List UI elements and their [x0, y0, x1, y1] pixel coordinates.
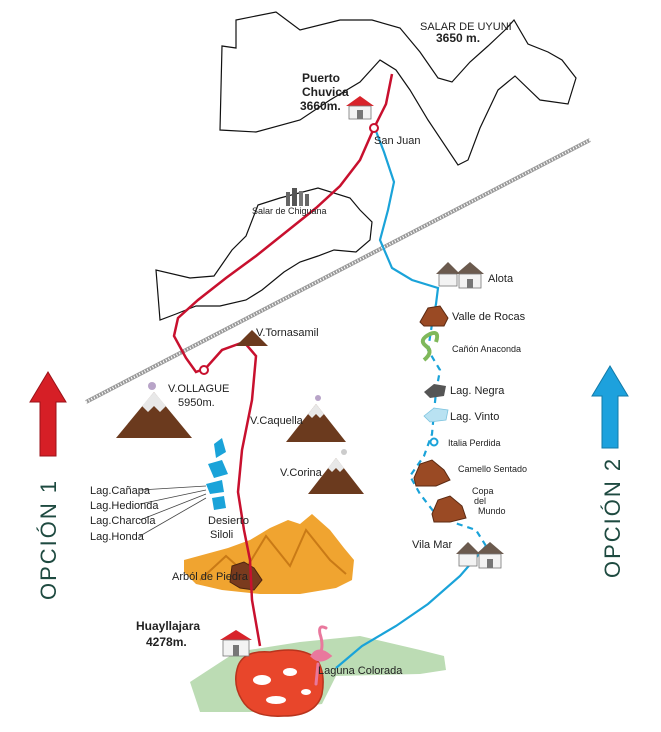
arbol-piedra-rock-icon	[229, 561, 263, 591]
label-copa-3: Mundo	[478, 506, 506, 516]
laguna-foam	[266, 696, 286, 704]
route-node-italia-perdida	[429, 437, 439, 447]
laguna-foam	[283, 668, 297, 676]
label-puerto-chuvica-2: Chuvica	[302, 85, 349, 99]
label-lag-negra: Lag. Negra	[450, 385, 505, 397]
label-puerto-chuvica-1: Puerto	[302, 71, 340, 85]
desert-dunes	[199, 528, 347, 581]
flamingo-icon	[310, 625, 333, 686]
route-node-ollague	[199, 365, 209, 375]
lag-vinto-icon	[423, 407, 449, 423]
label-canon-anaconda: Cañón Anaconda	[452, 344, 521, 354]
label-puerto-chuvica-alt: 3660m.	[300, 99, 341, 113]
label-salar-chiguana: Salar de Chiguana	[252, 206, 327, 216]
label-huayllajara-alt: 4278m.	[146, 635, 187, 649]
route-option-2-solid-south	[335, 545, 487, 669]
label-vila-mar: Vila Mar	[412, 539, 452, 551]
desert-siloli-shape	[184, 514, 354, 594]
railway-line	[85, 138, 591, 404]
label-copa-1: Copa	[472, 486, 494, 496]
label-v-ollague: V.OLLAGUE	[168, 383, 229, 395]
label-alota: Alota	[488, 273, 514, 285]
label-arbol-piedra: Arból de Piedra	[172, 571, 249, 583]
lag-negra-icon	[424, 384, 446, 398]
camello-sentado-icon	[413, 459, 451, 487]
house-puerto-chuvica-icon	[346, 96, 374, 120]
label-copa-2: del	[474, 496, 486, 506]
laguna-foam	[253, 675, 271, 685]
lagoons-cluster-icon	[206, 438, 228, 510]
label-opcion-2: OPCIÓN 2	[600, 457, 625, 578]
label-italia-perdida: Italia Perdida	[448, 438, 501, 448]
route-option-1	[172, 73, 394, 647]
label-laguna-colorada: Laguna Colorada	[318, 665, 403, 677]
label-lag-canapa: Lag.Cañapa	[90, 485, 151, 497]
copa-mundo-icon	[431, 495, 467, 523]
route-option-2-dashed	[408, 323, 487, 547]
laguna-colorada-shape	[235, 649, 324, 717]
label-v-tornasamil: V.Tornasamil	[256, 327, 319, 339]
label-lag-hedionda: Lag.Hedionda	[90, 500, 159, 512]
label-v-caquella: V.Caquella	[250, 415, 304, 427]
label-v-ollague-alt: 5950m.	[178, 397, 215, 409]
laguna-foam	[301, 689, 311, 695]
label-san-juan: San Juan	[374, 135, 420, 147]
volcano-tornasamil-icon	[236, 330, 268, 346]
volcano-corina-icon	[308, 449, 364, 494]
label-v-corina: V.Corina	[280, 467, 323, 479]
label-lag-charcola: Lag.Charcola	[90, 515, 156, 527]
volcano-caquella-icon	[286, 395, 346, 442]
label-lag-vinto: Lag. Vinto	[450, 411, 499, 423]
label-lag-honda: Lag.Honda	[90, 531, 145, 543]
route-option-2-solid	[372, 125, 440, 325]
label-salar-uyuni-alt: 3650 m.	[436, 31, 480, 45]
house-vila-mar-icon	[456, 542, 504, 569]
lagoon-pointer-lines	[139, 485, 207, 537]
salar-uyuni-outline	[219, 11, 577, 166]
label-salar-uyuni: SALAR DE UYUNI	[420, 21, 512, 33]
salar-chiguana-icon	[286, 188, 309, 206]
label-desierto-2: Siloli	[210, 529, 233, 541]
label-opcion-1: OPCIÓN 1	[36, 479, 61, 600]
house-alota-icon	[436, 262, 484, 289]
route-node-san-juan	[369, 123, 379, 133]
salar-chiguana-outline	[155, 187, 373, 321]
label-huayllajara: Huayllajara	[136, 619, 200, 633]
label-valle-rocas: Valle de Rocas	[452, 311, 526, 323]
canon-anaconda-icon	[420, 331, 440, 362]
arrow-option-1-icon	[29, 371, 67, 457]
label-desierto-1: Desierto	[208, 515, 249, 527]
valle-rocas-icon	[419, 305, 449, 327]
volcano-ollague-icon	[116, 382, 192, 438]
house-huayllajara-icon	[220, 630, 252, 657]
label-camello-sentado: Camello Sentado	[458, 464, 527, 474]
arrow-option-2-icon	[591, 365, 629, 449]
